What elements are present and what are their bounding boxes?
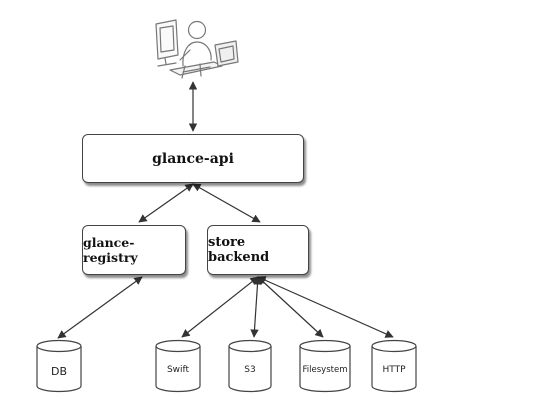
http-label: HTTP (382, 365, 406, 375)
api-registry-arrow (138, 183, 194, 223)
store-backend-label: store backend (208, 235, 270, 265)
swift-cylinder (155, 339, 201, 393)
api-store-arrow (192, 183, 261, 223)
db-cylinder (36, 339, 82, 393)
glance-api-box: glance-api (82, 134, 304, 183)
store-http-arrow (257, 276, 394, 338)
glance-api-label: glance-api (152, 150, 234, 167)
registry-db-arrow (57, 276, 143, 339)
swift-label: Swift (166, 365, 190, 375)
filesystem-cylinder (299, 339, 351, 393)
store-filesystem-arrow (257, 276, 324, 338)
glance-registry-box: glance-registry (82, 225, 186, 275)
store-s3-arrow (250, 276, 262, 338)
http-cylinder (371, 339, 417, 393)
store-swift-arrow (181, 276, 259, 338)
store-backend-box: store backend (207, 225, 309, 275)
filesystem-label: Filesystem (302, 365, 348, 375)
user-at-computer-icon (155, 19, 239, 79)
s3-cylinder (228, 339, 272, 393)
glance-registry-label: glance-registry (83, 235, 138, 265)
s3-label: S3 (244, 365, 256, 375)
db-label: DB (50, 365, 68, 378)
